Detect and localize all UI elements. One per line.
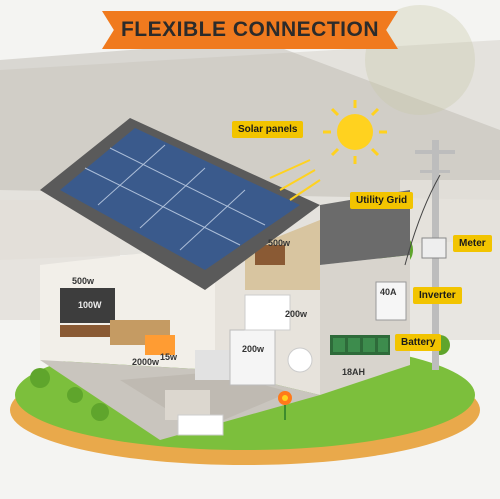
callout-inverter: Inverter — [413, 287, 462, 304]
label-ac-15w: 15w — [160, 352, 178, 362]
solar-panel-array — [60, 128, 300, 270]
label-ac-2000w: 2000w — [132, 357, 160, 367]
label-tv-100w: 100W — [78, 300, 102, 310]
callout-battery: Battery — [395, 334, 442, 351]
callout-utility-grid: Utility Grid — [350, 192, 414, 209]
sun — [269, 100, 387, 201]
label-bath-200w: 200w — [285, 309, 308, 319]
callout-solar-panels: Solar panels — [232, 121, 304, 138]
banner-title: FLEXIBLE CONNECTION — [102, 11, 398, 49]
inverter-box — [375, 281, 407, 321]
utility-pole — [404, 140, 455, 370]
flower — [278, 391, 292, 420]
label-kitchen-200w: 200w — [242, 344, 265, 354]
label-breaker-40a: 40A — [380, 287, 397, 297]
label-living-500w: 500w — [72, 276, 95, 286]
label-battery-18ah: 18AH — [342, 367, 366, 377]
label-attic-500w: 500w — [268, 238, 291, 248]
callout-meter: Meter — [453, 235, 492, 252]
battery-bank — [330, 335, 390, 355]
